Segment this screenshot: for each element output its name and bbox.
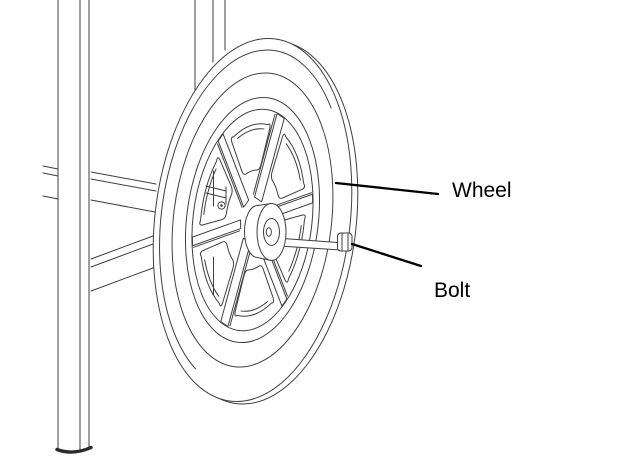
- wheel-rim-face: [180, 102, 325, 337]
- wheel-tire-inner: [156, 64, 349, 377]
- frame-upper-rail: [42, 165, 157, 213]
- frame-left-post: [57, 0, 90, 452]
- wheel-leader-line: [334, 181, 440, 196]
- hub-bore: [263, 218, 280, 246]
- cart-frame: [42, 0, 226, 454]
- wheel-tread-silhouette: [143, 39, 337, 381]
- frame-left-post-foot: [55, 445, 93, 454]
- rail-screw-center: [220, 204, 223, 207]
- bolt-leader-line: [350, 242, 423, 268]
- frame-glimpse-upper: [205, 170, 227, 210]
- bolt-head: [337, 232, 353, 252]
- bolt-label: Bolt: [434, 279, 470, 302]
- frame-right-post: [194, 0, 226, 91]
- wheel-label: Wheel: [452, 179, 512, 202]
- wheel-hub: [244, 203, 287, 261]
- frame-lower-rail: [90, 235, 154, 292]
- wheel-annotation: Wheel: [334, 179, 512, 202]
- axle-tip: [265, 227, 272, 237]
- bolt-annotation: Bolt: [350, 242, 470, 302]
- wheel-rim-flange: [172, 90, 333, 351]
